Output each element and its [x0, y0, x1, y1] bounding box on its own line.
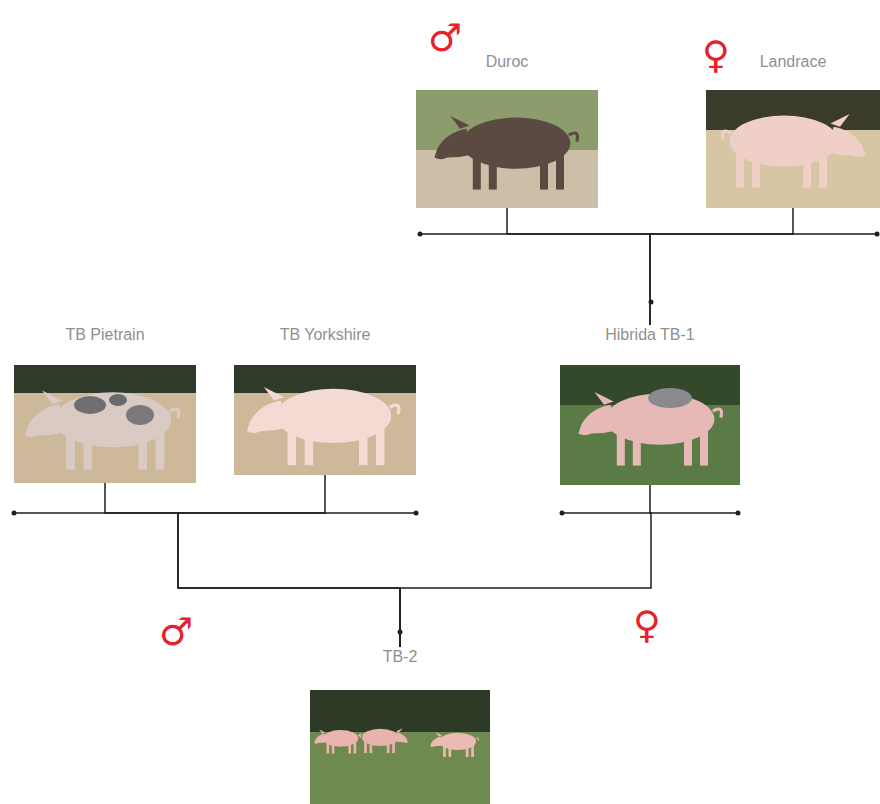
- breed-name: TB Pietrain: [10, 325, 200, 345]
- sex-symbol: ♂: [428, 18, 462, 58]
- breed-node: TB Yorkshire: [230, 325, 420, 475]
- breed-node: TB-2: [306, 647, 494, 804]
- breed-node: Landrace: [702, 52, 880, 208]
- breed-node: TB Pietrain: [10, 325, 200, 483]
- cross-line: [650, 208, 793, 325]
- cross-line: [400, 485, 651, 647]
- breed-name: Hibrida TB-1: [556, 325, 744, 345]
- breed-name: TB Yorkshire: [230, 325, 420, 345]
- cross-line: [178, 475, 400, 647]
- cross-line: [105, 483, 400, 647]
- sex-symbol: ♀: [633, 605, 661, 645]
- breed-node: Hibrida TB-1: [556, 325, 744, 485]
- sex-symbol: ♂: [159, 612, 193, 652]
- breed-node: Duroc: [412, 52, 602, 208]
- sex-symbol: ♀: [702, 35, 730, 75]
- cross-line: [507, 208, 650, 325]
- breed-name: TB-2: [306, 647, 494, 667]
